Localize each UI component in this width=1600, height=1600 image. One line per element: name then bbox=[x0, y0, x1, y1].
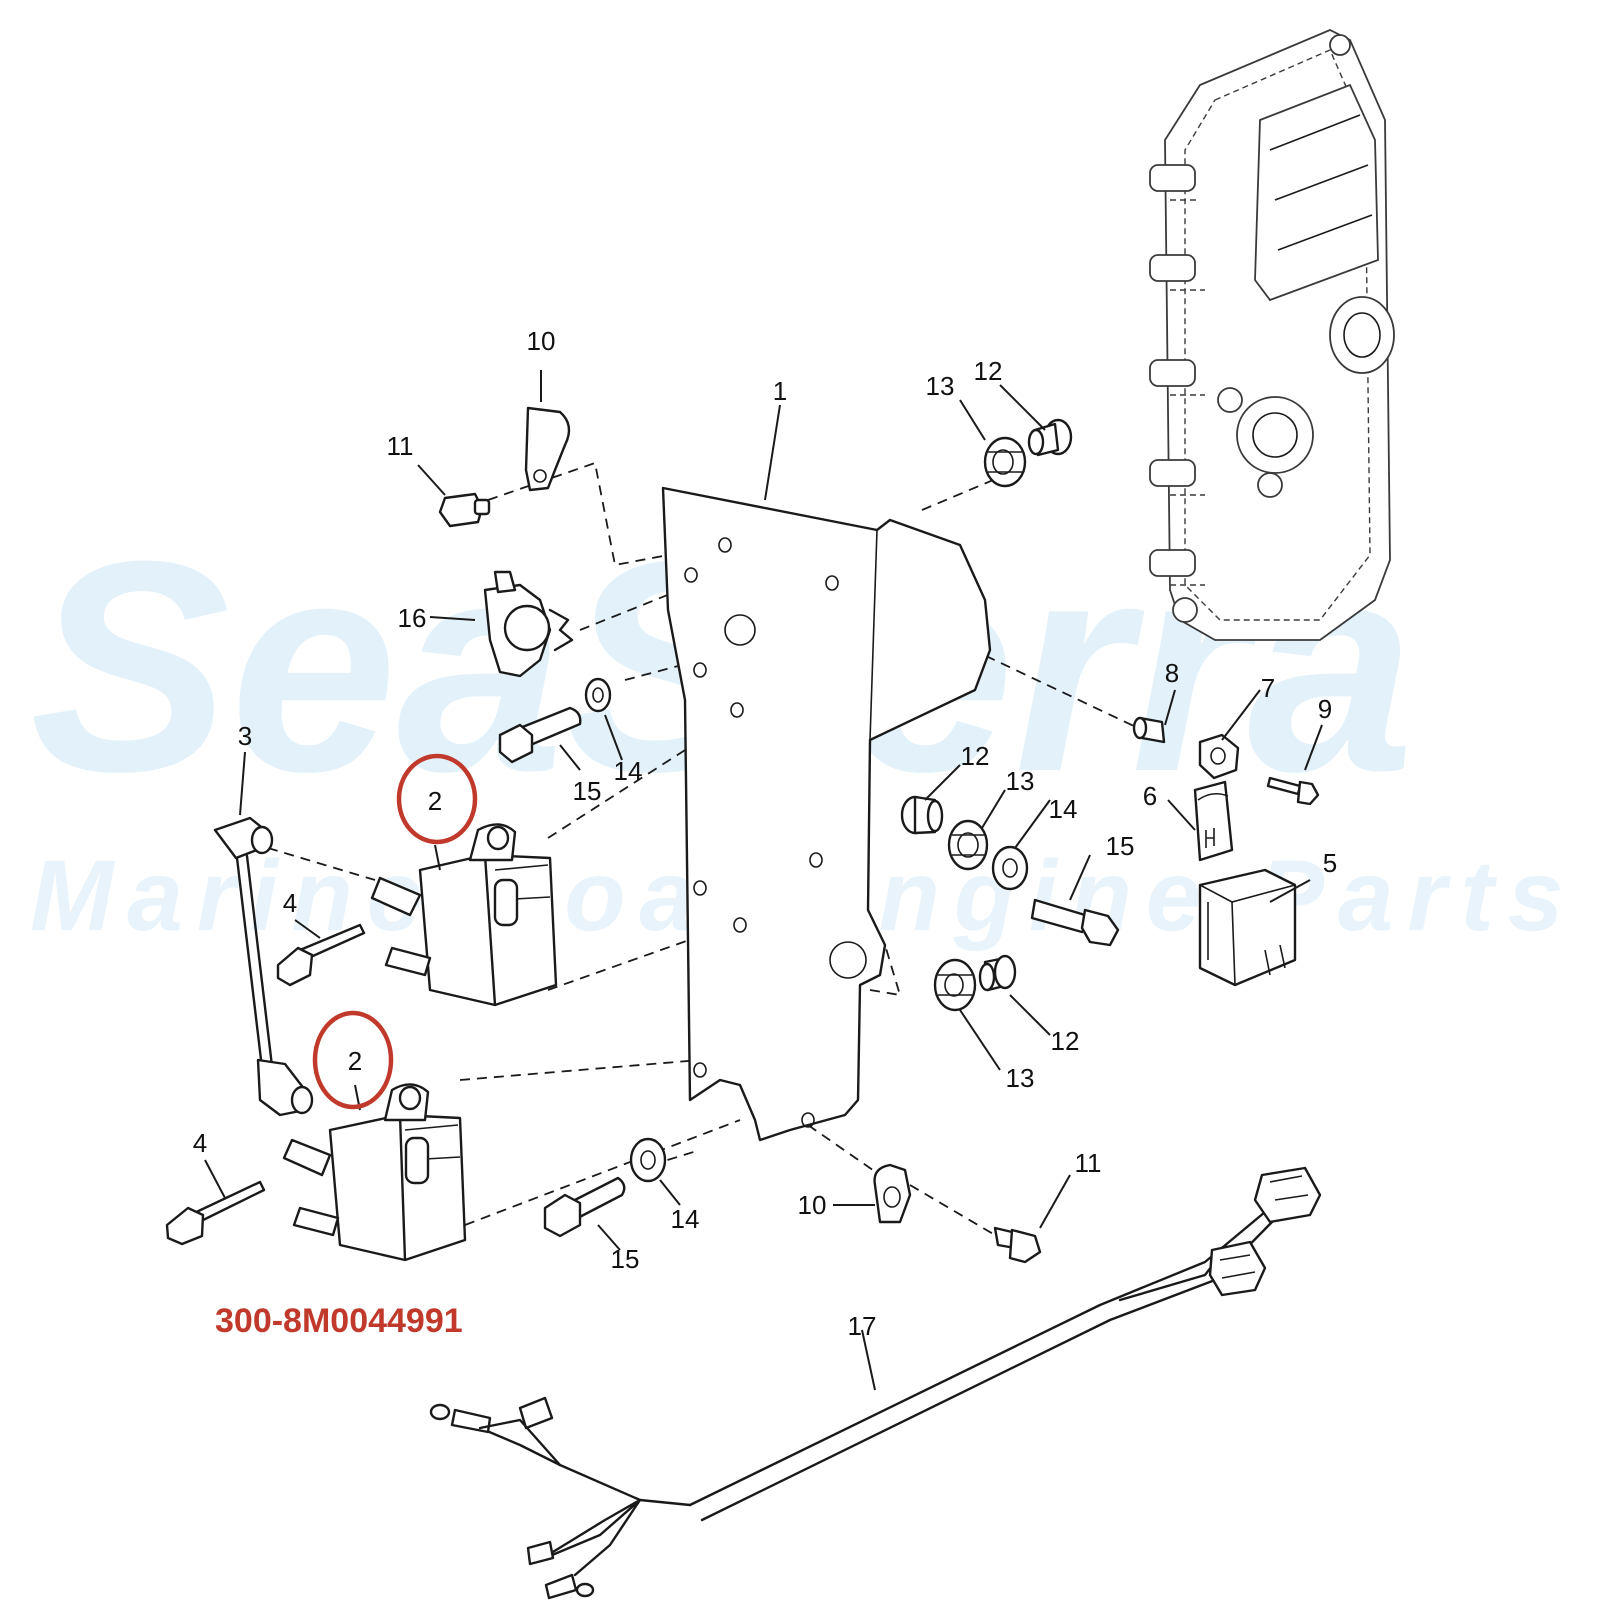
grommet-13-top bbox=[983, 436, 1027, 488]
grommet-13-low bbox=[933, 958, 977, 1012]
callout-nut: 7 bbox=[1261, 673, 1275, 703]
callout-clamp-top: 10 bbox=[527, 326, 556, 356]
callout-washer14-top: 14 bbox=[614, 756, 643, 786]
callout-coil-lower: 2 bbox=[348, 1046, 362, 1076]
bushing-12-top bbox=[1027, 418, 1073, 457]
bushing-12-mid bbox=[900, 795, 944, 835]
highlight-rings bbox=[312, 753, 478, 1110]
bracket-6 bbox=[1193, 780, 1234, 862]
callout-screw: 9 bbox=[1318, 694, 1332, 724]
mounting-plate bbox=[661, 486, 992, 1142]
washer-14-top bbox=[584, 677, 612, 713]
callout-bolt15-top: 15 bbox=[573, 776, 602, 806]
callout-bolt11-bottom: 11 bbox=[1075, 1148, 1102, 1178]
ignition-coil-lower bbox=[282, 1083, 467, 1262]
callout-grommet13-low: 13 bbox=[1006, 1063, 1035, 1093]
leader-lines bbox=[204, 370, 1323, 1391]
part-number-label: 300-8M0044991 bbox=[215, 1302, 463, 1340]
callout-bolt11-top: 11 bbox=[387, 431, 414, 461]
ignition-coil-upper bbox=[370, 823, 558, 1007]
callout-plate: 1 bbox=[773, 376, 787, 406]
ignition-lead bbox=[213, 816, 314, 1117]
bolt-4-upper bbox=[276, 923, 366, 987]
bushing-12-low bbox=[978, 954, 1017, 992]
sensor bbox=[483, 570, 574, 678]
clamp-bottom bbox=[873, 1163, 912, 1224]
callout-washer14-mid: 14 bbox=[1049, 794, 1078, 824]
highlight-ring-upper bbox=[396, 753, 478, 845]
relay-5 bbox=[1198, 868, 1297, 987]
callout-bushing12-low: 12 bbox=[1051, 1026, 1080, 1056]
callout-bolt15-mid: 15 bbox=[1106, 831, 1135, 861]
callout-lead: 3 bbox=[238, 721, 252, 751]
callout-grommet13-mid: 13 bbox=[1006, 766, 1035, 796]
highlight-ring-lower bbox=[312, 1010, 394, 1110]
engine-block-outline bbox=[1149, 29, 1395, 641]
callout-harness: 17 bbox=[848, 1311, 877, 1341]
bolt-15-mid bbox=[1030, 898, 1120, 947]
bolt-4-lower bbox=[165, 1180, 266, 1246]
callout-labels: 1 2 2 3 4 4 5 6 7 8 9 10 10 11 11 12 12 … bbox=[193, 326, 1337, 1341]
bolt-15-top bbox=[498, 706, 582, 764]
wiring-harness bbox=[429, 1166, 1322, 1600]
spacer-8 bbox=[1132, 716, 1166, 744]
callout-bushing12-mid: 12 bbox=[961, 741, 990, 771]
bolt-11-bottom bbox=[993, 1226, 1042, 1264]
bolt-11-top bbox=[438, 492, 491, 528]
callout-relay: 5 bbox=[1323, 848, 1337, 878]
screw-9 bbox=[1266, 776, 1320, 806]
clamp-top bbox=[524, 406, 571, 492]
washer-14-low bbox=[629, 1137, 667, 1183]
callout-bolt-lower: 4 bbox=[193, 1128, 207, 1158]
callout-bolt15-low: 15 bbox=[611, 1244, 640, 1274]
callout-coil-upper: 2 bbox=[428, 786, 442, 816]
callout-bushing12-top: 12 bbox=[974, 356, 1003, 386]
callout-sensor: 16 bbox=[398, 603, 427, 633]
grommet-13-mid bbox=[947, 819, 989, 871]
callout-grommet13-top: 13 bbox=[926, 371, 955, 401]
bolt-15-low bbox=[543, 1176, 626, 1238]
callout-spacer: 8 bbox=[1165, 658, 1179, 688]
nut-7 bbox=[1198, 733, 1240, 780]
callout-washer14-low: 14 bbox=[671, 1204, 700, 1234]
callout-clamp-bottom: 10 bbox=[798, 1190, 827, 1220]
callout-bracket: 6 bbox=[1143, 781, 1157, 811]
callout-bolt-upper: 4 bbox=[283, 888, 297, 918]
washer-14-mid bbox=[991, 845, 1029, 891]
